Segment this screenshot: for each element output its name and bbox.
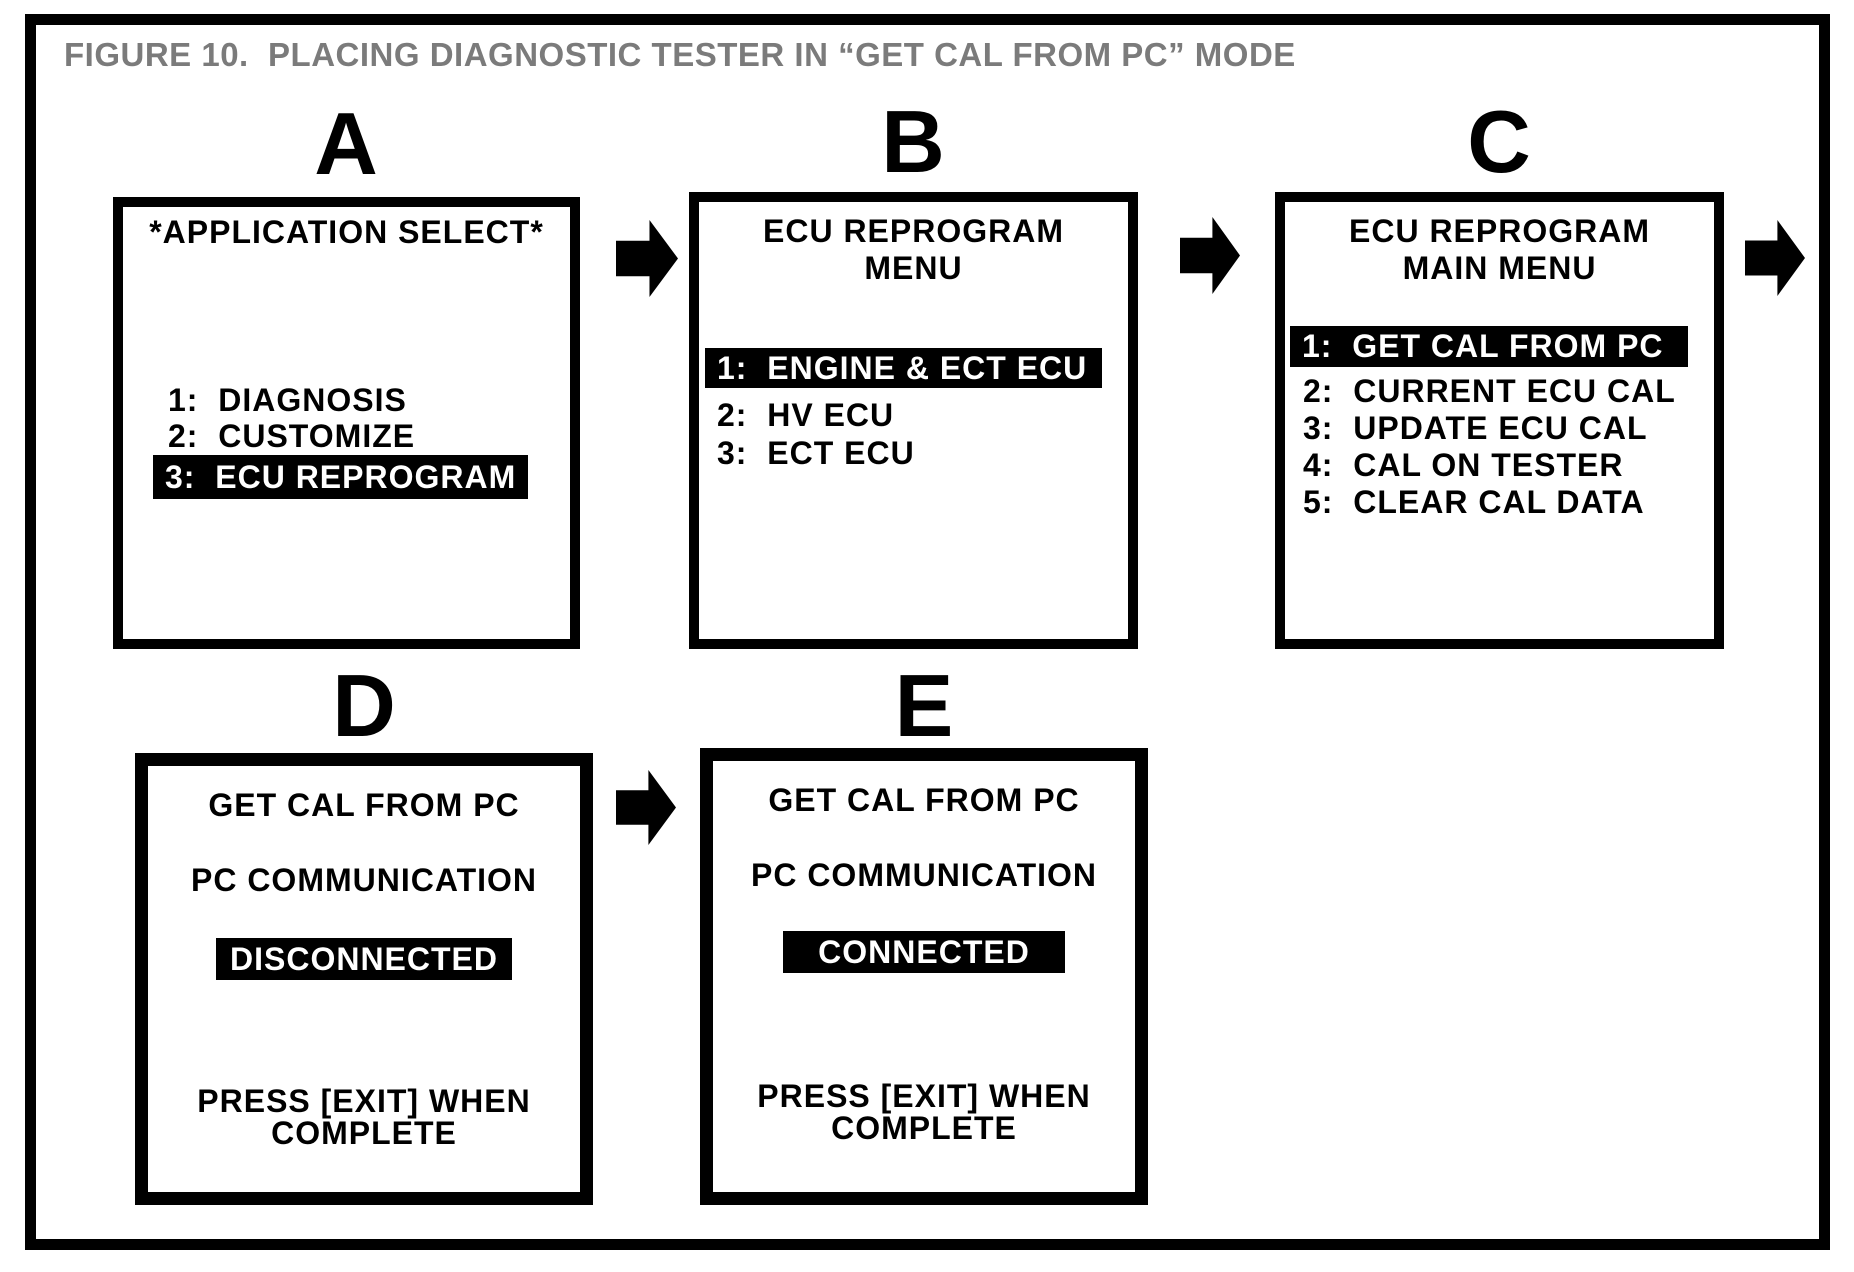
step-label-a: A bbox=[314, 94, 378, 193]
menu-item-selected: 3: ECU REPROGRAM bbox=[153, 455, 528, 499]
screen-b-title-line1: ECU REPROGRAM bbox=[762, 213, 1064, 249]
screen-d-footer-line1: PRESS [EXIT] WHEN bbox=[197, 1083, 531, 1119]
screen-c-ecu-reprogram-main-menu: ECU REPROGRAM MAIN MENU 1: GET CAL FROM … bbox=[1275, 192, 1724, 649]
status-badge-connected: CONNECTED bbox=[783, 931, 1065, 973]
screen-e-line1: GET CAL FROM PC bbox=[768, 782, 1080, 818]
screen-a-application-select: *APPLICATION SELECT* 1: DIAGNOSIS 2: CUS… bbox=[113, 197, 580, 649]
step-label-c: C bbox=[1467, 92, 1531, 191]
screen-b-ecu-reprogram-menu: ECU REPROGRAM MENU 1: ENGINE & ECT ECU 2… bbox=[689, 192, 1138, 649]
screen-d-line1: GET CAL FROM PC bbox=[208, 787, 520, 823]
menu-item-selected: 1: ENGINE & ECT ECU bbox=[705, 348, 1102, 388]
menu-item: 4: CAL ON TESTER bbox=[1303, 447, 1624, 483]
screen-d-line2: PC COMMUNICATION bbox=[190, 862, 538, 898]
screen-e-footer-line1: PRESS [EXIT] WHEN bbox=[757, 1078, 1091, 1114]
menu-item: 3: ECT ECU bbox=[717, 435, 915, 471]
menu-item: 3: UPDATE ECU CAL bbox=[1303, 410, 1648, 446]
figure-title: FIGURE 10. PLACING DIAGNOSTIC TESTER IN … bbox=[64, 36, 1296, 73]
screen-d-footer-line2: COMPLETE bbox=[271, 1115, 457, 1151]
screen-e-line2: PC COMMUNICATION bbox=[750, 857, 1098, 893]
screen-e-pc-communication-connected: GET CAL FROM PC PC COMMUNICATION CONNECT… bbox=[700, 748, 1148, 1205]
screen-c-title-line1: ECU REPROGRAM bbox=[1348, 213, 1650, 249]
menu-item: 1: DIAGNOSIS bbox=[168, 382, 407, 418]
status-badge-disconnected: DISCONNECTED bbox=[216, 938, 512, 980]
menu-item: 2: CUSTOMIZE bbox=[168, 418, 416, 454]
step-label-e: E bbox=[894, 656, 954, 755]
step-label-b: B bbox=[881, 92, 945, 191]
screen-a-title: *APPLICATION SELECT* bbox=[149, 214, 544, 250]
screen-b-title-line2: MENU bbox=[864, 250, 963, 286]
menu-item: 2: CURRENT ECU CAL bbox=[1303, 373, 1676, 409]
step-label-d: D bbox=[332, 656, 396, 755]
menu-item: 2: HV ECU bbox=[717, 397, 895, 433]
menu-item-selected: 1: GET CAL FROM PC bbox=[1290, 326, 1688, 367]
menu-item: 5: CLEAR CAL DATA bbox=[1303, 484, 1645, 520]
screen-e-footer-line2: COMPLETE bbox=[831, 1110, 1017, 1146]
screen-d-pc-communication-disconnected: GET CAL FROM PC PC COMMUNICATION DISCONN… bbox=[135, 753, 593, 1205]
screen-c-title-line2: MAIN MENU bbox=[1402, 250, 1597, 286]
